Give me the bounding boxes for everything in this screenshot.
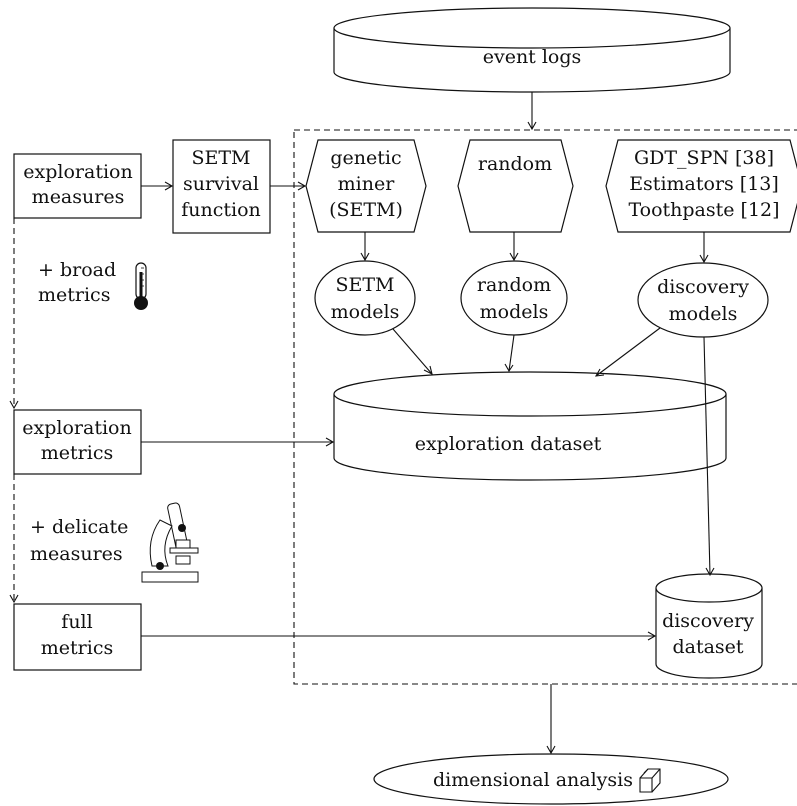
dashed-flow [9, 218, 19, 604]
microscope-icon [141, 502, 199, 583]
genetic-miner-hexagon: genetic miner (SETM) [305, 139, 427, 233]
exploration-dataset-label: exploration dataset [415, 433, 602, 455]
event-logs-label: event logs [483, 46, 582, 68]
broad-metrics-line2: metrics [38, 284, 110, 306]
random-hexagon: random [457, 139, 574, 233]
setm-survival-box: SETM survival function [172, 139, 271, 234]
dimensional-analysis-ellipse: dimensional analysis [373, 753, 729, 805]
setm-models-line2: models [331, 301, 400, 323]
setm-survival-line1: SETM [191, 147, 250, 169]
genetic-miner-line3: (SETM) [329, 199, 403, 221]
genetic-miner-line2: miner [338, 173, 396, 195]
random-models-line1: random [477, 274, 551, 296]
full-metrics-box: full metrics [13, 603, 142, 671]
broad-metrics-line1: + broad [38, 259, 116, 281]
pipeline-boundary [293, 129, 797, 685]
random-models-line2: models [480, 301, 549, 323]
delicate-measures-line1: + delicate [30, 516, 128, 538]
exploration-metrics-line2: metrics [41, 442, 113, 464]
connectors [141, 92, 715, 755]
setm-models-line1: SETM [335, 274, 394, 296]
event-logs-cylinder: event logs [333, 7, 731, 93]
exploration-metrics-line1: exploration [22, 417, 131, 439]
exploration-metrics-box: exploration metrics [13, 409, 142, 475]
setm-models-ellipse: SETM models [314, 260, 416, 336]
discovery-models-line1: discovery [657, 276, 749, 298]
discovery-method-gdt-spn: GDT_SPN [38] [634, 147, 774, 169]
random-models-ellipse: random models [460, 260, 568, 336]
full-metrics-line1: full [61, 611, 92, 633]
discovery-method-toothpaste: Toothpaste [12] [628, 199, 779, 221]
cube-icon [639, 768, 661, 793]
genetic-miner-line1: genetic [330, 147, 401, 169]
discovery-models-line2: models [669, 303, 738, 325]
discovery-methods-hexagon: GDT_SPN [38] Estimators [13] Toothpaste … [605, 139, 797, 233]
exploration-measures-line2: measures [32, 186, 125, 208]
discovery-dataset-line2: dataset [672, 636, 743, 658]
dimensional-analysis-label: dimensional analysis [433, 769, 633, 791]
discovery-dataset-cylinder: discovery dataset [655, 573, 763, 679]
full-metrics-line2: metrics [41, 637, 113, 659]
discovery-models-ellipse: discovery models [637, 262, 769, 338]
exploration-measures-line1: exploration [23, 161, 132, 183]
random-label: random [478, 153, 552, 175]
exploration-dataset-cylinder: exploration dataset [333, 371, 727, 481]
setm-survival-line3: function [181, 199, 261, 221]
delicate-measures-line2: measures [30, 543, 123, 565]
thermometer-icon [134, 262, 148, 310]
setm-survival-line2: survival [183, 173, 259, 195]
exploration-measures-box: exploration measures [13, 153, 142, 219]
discovery-dataset-line1: discovery [662, 610, 754, 632]
discovery-method-estimators: Estimators [13] [629, 173, 779, 195]
